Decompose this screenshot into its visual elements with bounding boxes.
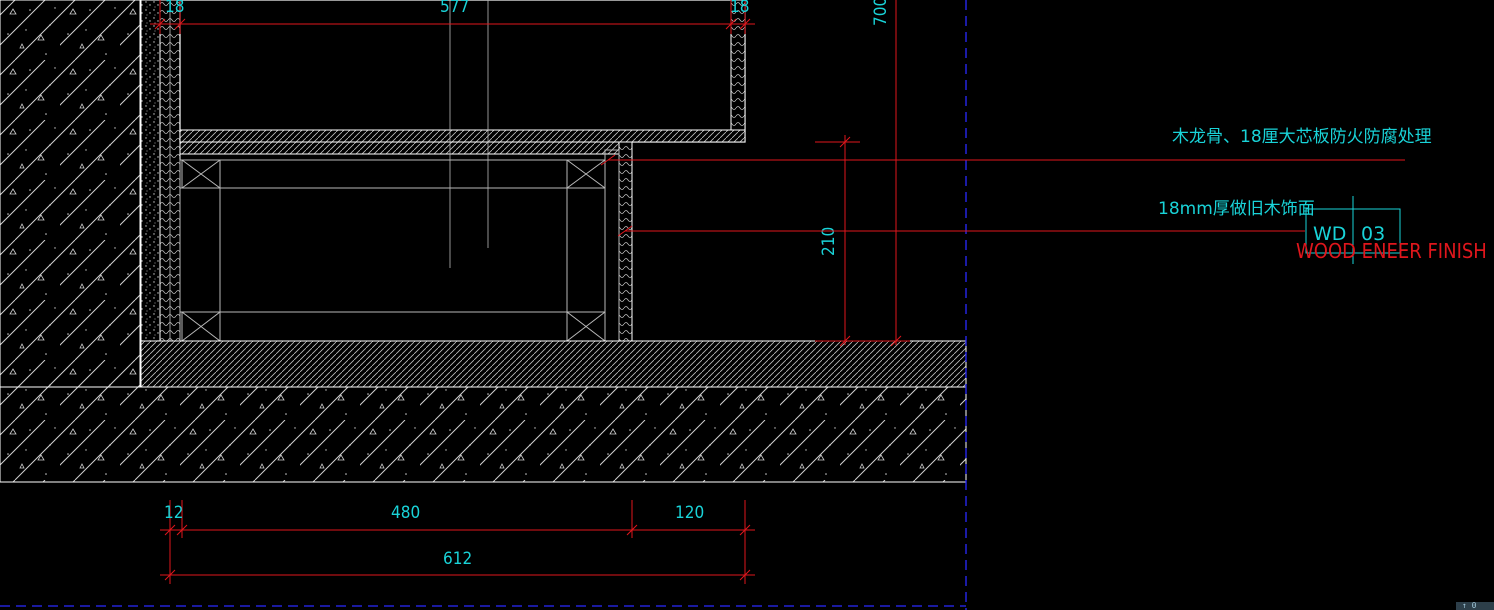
vertical-dimension-lines [815,0,910,347]
drawer-front-inner [604,149,620,342]
bottom-dimension-lines [160,500,755,584]
timber-block-tl [181,159,221,189]
dim-vertical-700: 700 [871,0,891,26]
dim-top-right: 18 [730,0,749,17]
dim-bottom-total: 612 [443,549,472,569]
drawer-box [179,159,606,342]
left-concrete-wall [0,0,141,388]
timber-block-tr [566,159,606,189]
dim-vertical-210: 210 [819,227,839,256]
material-finish-label: WOOD ENEER FINISH [1296,239,1487,263]
material-tag-box [1305,196,1401,264]
dim-top-main: 577 [440,0,469,17]
timber-block-bl [181,311,221,342]
leader-lines [600,154,1405,237]
dim-top-left: 18 [165,0,184,17]
dim-bottom-right: 120 [675,503,704,523]
status-corner-indicator[interactable]: ↑ 0 [1456,602,1494,610]
plaster-layer [140,0,161,342]
note-wood-keel: 木龙骨、18厘大芯板防火防腐处理 [1172,127,1432,147]
timber-block-br [566,311,606,342]
material-tag-code: WD [1313,223,1346,245]
floor-concrete-slab [0,386,967,483]
upper-cabinet-box [179,0,746,143]
drawer-front-panel [618,141,633,342]
dim-bottom-mid: 480 [391,503,420,523]
dim-bottom-left: 12 [164,503,183,523]
top-dimension-line [150,0,755,34]
upper-cabinet-bottom-panel [179,129,746,143]
drawer-top-rail [179,141,633,155]
floor-screed [140,340,967,388]
note-veneer: 18mm厚做旧木饰面 [1158,199,1315,219]
material-tag-number: 03 [1361,223,1385,245]
